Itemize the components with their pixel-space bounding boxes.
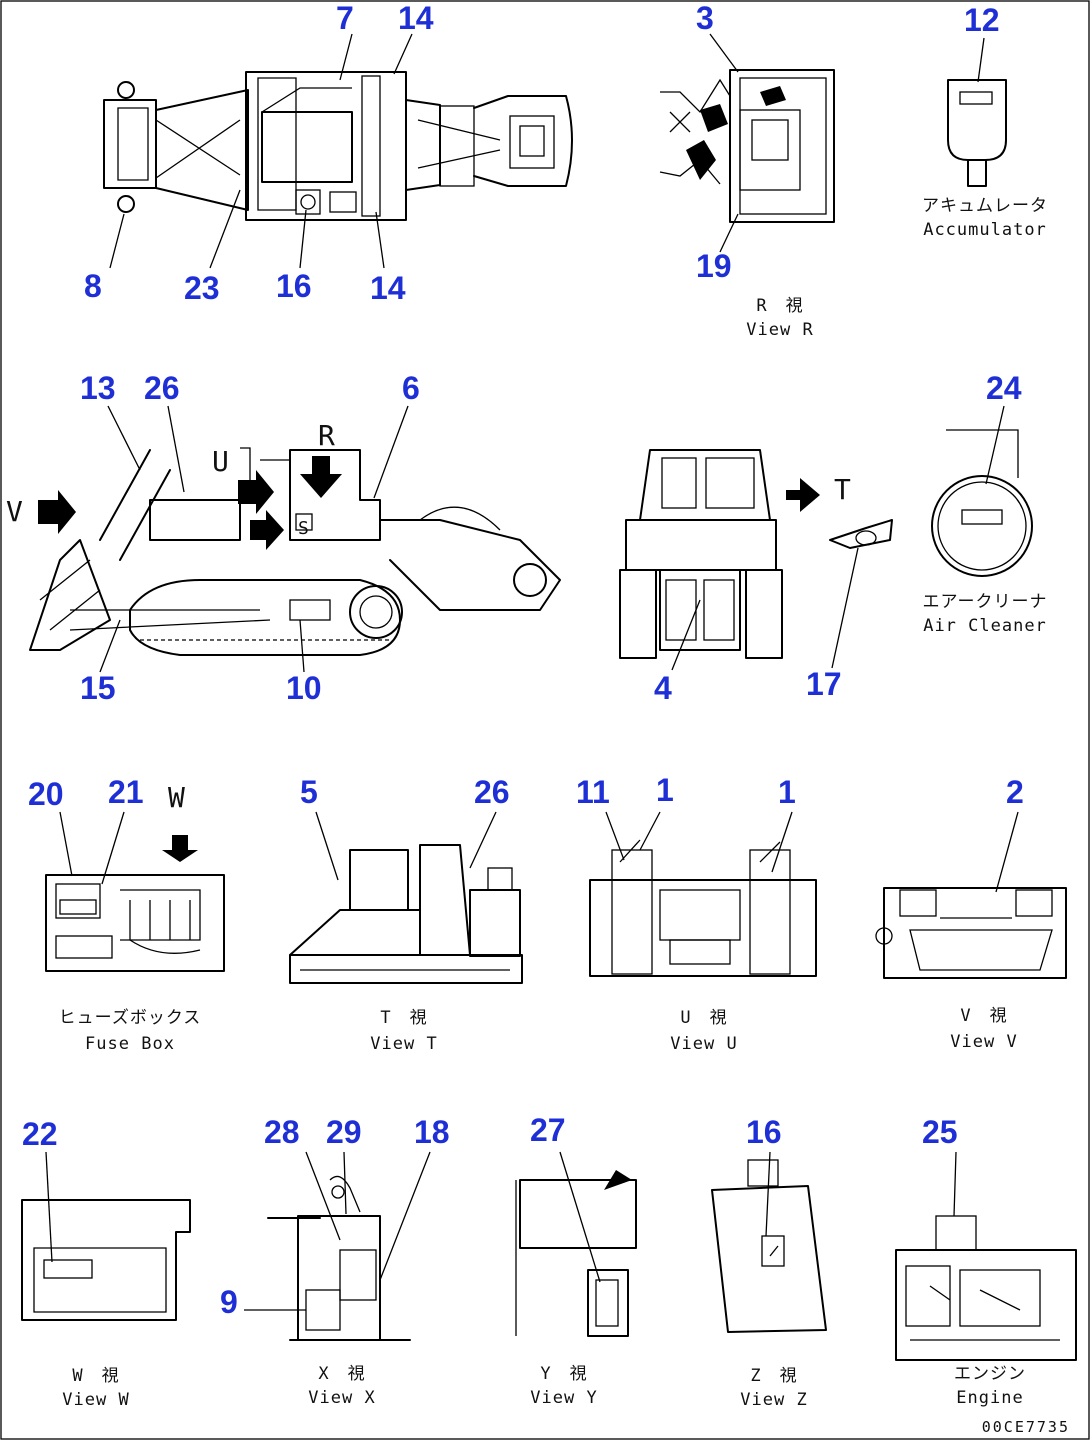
callout-27: 27 [530, 1112, 566, 1148]
callout-26-view-t: 26 [474, 774, 510, 810]
dozer-top-view [103, 71, 573, 221]
callout-6: 6 [402, 370, 420, 406]
fuse-box-drawing [45, 835, 225, 972]
callout-11: 11 [576, 774, 610, 810]
caption-engine-en: Engine [956, 1388, 1024, 1408]
caption-view-x-en: View X [308, 1388, 376, 1408]
callout-19: 19 [696, 248, 732, 284]
caption-engine-jp: エンジン [954, 1364, 1026, 1384]
view-r-drawing [659, 69, 835, 223]
caption-view-u-en: View U [670, 1034, 738, 1054]
view-letter-r: R [318, 419, 336, 452]
callout-22: 22 [22, 1116, 58, 1152]
callout-14-top: 14 [398, 0, 434, 36]
drawing-code: 00CE7735 [981, 1418, 1070, 1436]
accumulator-drawing [947, 79, 1007, 187]
dozer-side-view [29, 447, 561, 656]
callout-24: 24 [986, 370, 1022, 406]
callout-12: 12 [964, 2, 1000, 38]
view-v-drawing [875, 887, 1067, 979]
callout-29: 29 [326, 1114, 362, 1150]
callout-25: 25 [922, 1114, 958, 1150]
callout-15: 15 [80, 670, 116, 706]
view-w-drawing [21, 1199, 191, 1321]
callout-3: 3 [696, 0, 714, 36]
view-u-drawing [589, 839, 817, 977]
callout-1-left: 1 [656, 772, 674, 808]
caption-air-cleaner-en: Air Cleaner [923, 616, 1047, 636]
caption-view-t-jp: T 視 [380, 1008, 428, 1028]
caption-view-r-jp: R 視 [756, 296, 804, 316]
callout-1-right: 1 [778, 774, 796, 810]
caption-fuse-box-jp: ヒューズボックス [58, 1008, 202, 1028]
view-t-drawing [289, 844, 523, 984]
callout-8: 8 [84, 268, 102, 304]
callout-2: 2 [1006, 774, 1024, 810]
callout-4: 4 [654, 670, 672, 706]
caption-view-y-jp: Y 視 [540, 1364, 588, 1384]
leader-lines [45, 33, 1019, 1311]
callout-9: 9 [220, 1284, 238, 1320]
caption-view-z-en: View Z [740, 1390, 808, 1410]
view-letter-s: S [298, 518, 310, 539]
callout-14-bottom: 14 [370, 270, 406, 306]
callout-16-top: 16 [276, 268, 312, 304]
caption-view-u-jp: U 視 [680, 1008, 728, 1028]
caption-view-w-jp: W 視 [72, 1366, 120, 1386]
callout-21: 21 [108, 774, 144, 810]
callout-16-view-z: 16 [746, 1114, 782, 1150]
caption-accumulator-jp: アキュムレータ [922, 196, 1048, 216]
caption-fuse-box-en: Fuse Box [85, 1034, 175, 1054]
caption-view-x-jp: X 視 [318, 1364, 366, 1384]
view-letter-w: W [168, 781, 186, 814]
caption-view-r-en: View R [746, 320, 814, 340]
callout-26-side: 26 [144, 370, 180, 406]
dozer-rear-view [619, 449, 893, 659]
view-y-drawing [515, 1170, 637, 1337]
caption-accumulator-en: Accumulator [923, 220, 1047, 240]
view-letter-u: U [212, 445, 230, 478]
caption-view-y-en: View Y [530, 1388, 598, 1408]
view-x-drawing [267, 1175, 411, 1341]
callout-18: 18 [414, 1114, 450, 1150]
view-letter-v: V [6, 495, 24, 528]
caption-air-cleaner-jp: エアークリーナ [922, 592, 1048, 612]
caption-view-v-en: View V [950, 1032, 1018, 1052]
callout-17: 17 [806, 666, 842, 702]
air-cleaner-drawing [931, 429, 1033, 577]
caption-view-t-en: View T [370, 1034, 438, 1054]
caption-view-z-jp: Z 視 [750, 1366, 798, 1386]
view-letter-t: T [834, 473, 852, 506]
caption-view-w-en: View W [62, 1390, 130, 1410]
view-z-drawing [711, 1159, 827, 1333]
callout-5: 5 [300, 774, 318, 810]
callout-28: 28 [264, 1114, 300, 1150]
callout-13: 13 [80, 370, 116, 406]
callout-23: 23 [184, 270, 220, 306]
callout-10: 10 [286, 670, 322, 706]
callout-7: 7 [336, 0, 354, 36]
caption-view-v-jp: V 視 [960, 1006, 1008, 1026]
engine-drawing [895, 1215, 1077, 1361]
callout-20: 20 [28, 776, 64, 812]
